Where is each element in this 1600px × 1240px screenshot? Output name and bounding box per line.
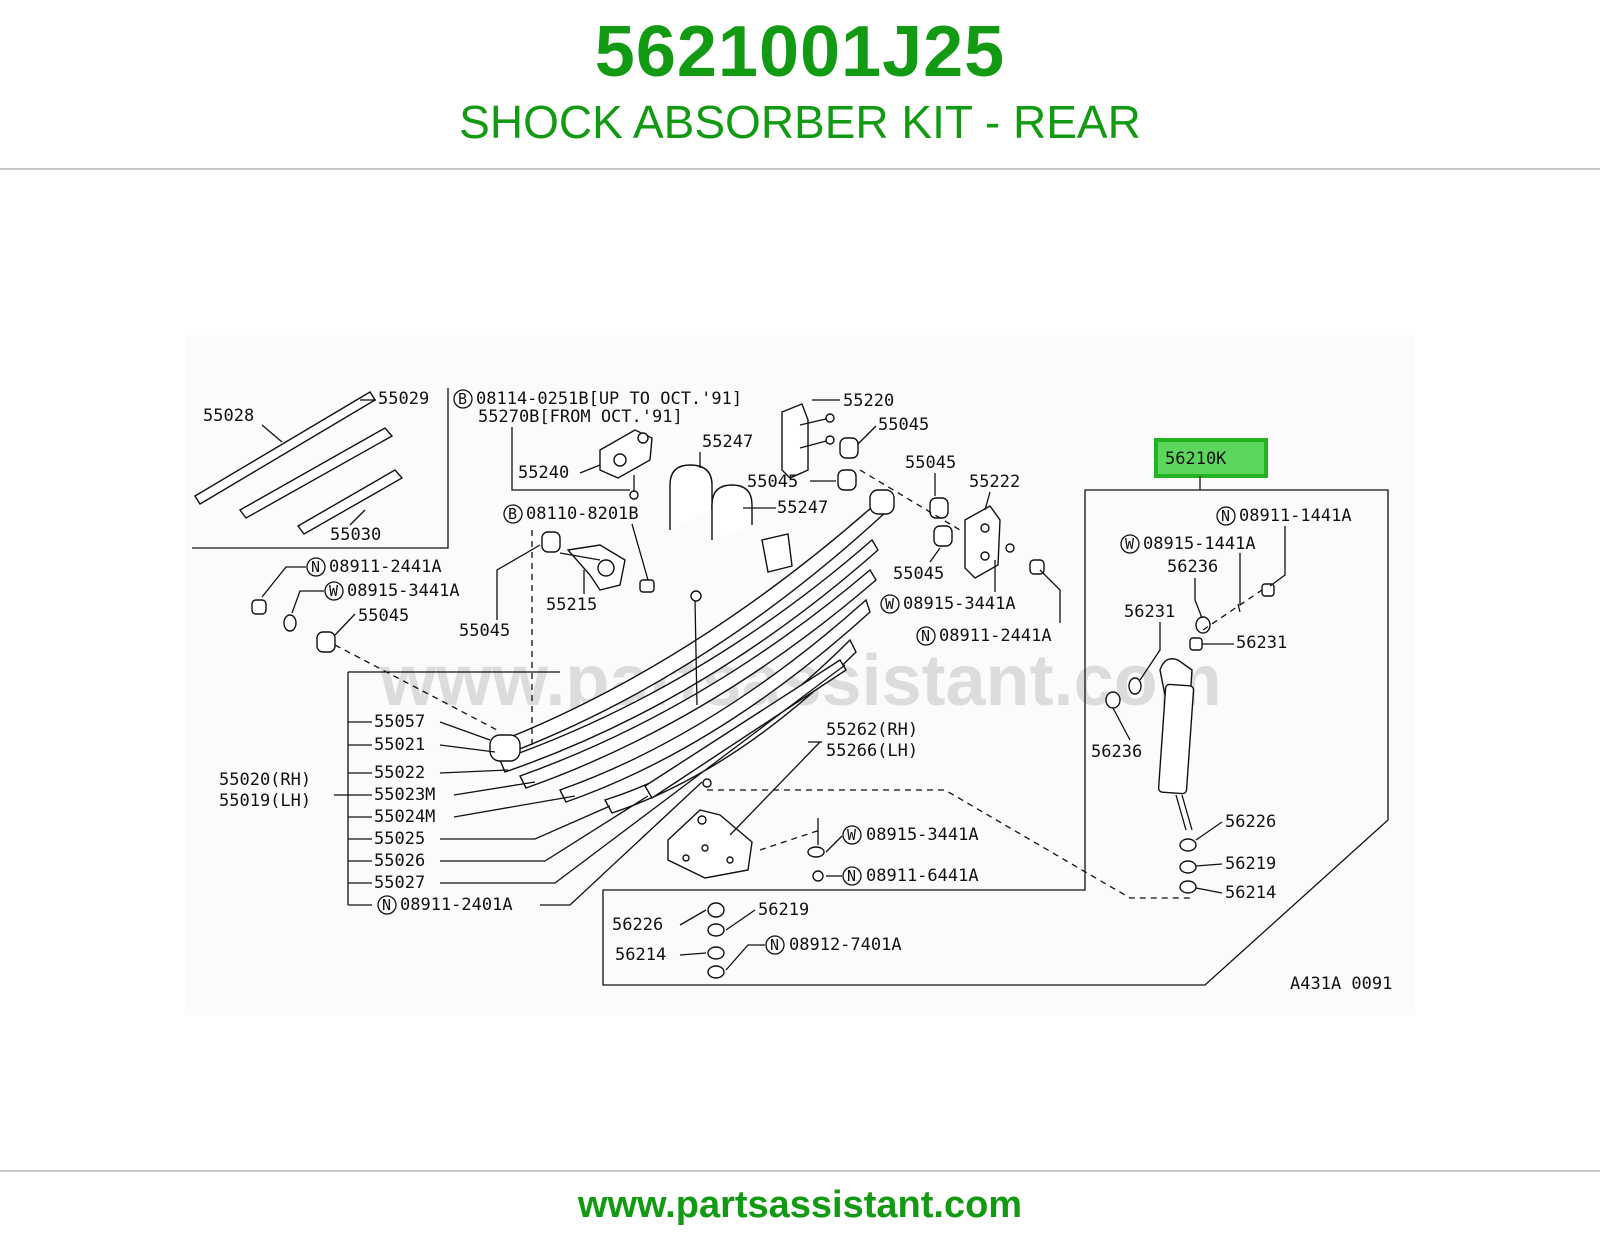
label-55020: 55020(RH) — [219, 770, 311, 790]
label-55028: 55028 — [203, 406, 254, 426]
label-56214-right: 56214 — [1225, 883, 1276, 903]
footer-url[interactable]: www.partsassistant.com — [577, 1184, 1023, 1226]
shock-absorber — [1157, 658, 1195, 831]
label-55027: 55027 — [374, 873, 425, 893]
u-bolt-55247-b — [711, 484, 753, 540]
label-55045-f: 55045 — [358, 606, 409, 626]
label-08915-3441A-mid: 08915-3441A — [866, 825, 979, 845]
label-55270B: 55270B[FROM OCT.'91] — [478, 407, 683, 427]
svg-text:W: W — [847, 826, 857, 844]
bracket-55240 — [599, 429, 653, 500]
label-56231-right: 56231 — [1236, 633, 1287, 653]
label-55057: 55057 — [374, 712, 425, 732]
label-08911-2401A: 08911-2401A — [400, 895, 513, 915]
label-56236-top: 56236 — [1167, 557, 1218, 577]
bushings-55045 — [316, 437, 953, 653]
label-55021: 55021 — [374, 735, 425, 755]
label-56210K[interactable]: 56210K — [1165, 449, 1227, 469]
label-55022: 55022 — [374, 763, 425, 783]
svg-text:W: W — [1125, 535, 1135, 553]
label-08911-2441A-right: 08911-2441A — [939, 626, 1052, 646]
svg-text:B: B — [508, 505, 517, 523]
label-08110-8201B: 08110-8201B — [526, 504, 639, 524]
label-08911-6441A: 08911-6441A — [866, 866, 979, 886]
label-08915-3441A-left: 08915-3441A — [347, 581, 460, 601]
label-56226-left: 56226 — [612, 915, 663, 935]
label-56231-left: 56231 — [1124, 602, 1175, 622]
label-55240: 55240 — [518, 463, 569, 483]
part-name: SHOCK ABSORBER KIT - REAR — [459, 96, 1141, 148]
spring-label-bracket — [347, 671, 560, 905]
label-55045-a: 55045 — [878, 415, 929, 435]
label-55030: 55030 — [330, 525, 381, 545]
leaf-spring-assembly — [489, 489, 895, 814]
label-56236-bottom: 56236 — [1091, 742, 1142, 762]
shackle-55220 — [781, 403, 835, 479]
label-56219-right: 56219 — [1225, 854, 1276, 874]
svg-text:N: N — [311, 558, 320, 576]
svg-text:N: N — [847, 867, 856, 885]
inset-frame — [192, 388, 449, 549]
u-bolt-55247-a — [669, 464, 713, 530]
label-55045-b: 55045 — [747, 472, 798, 492]
label-55215: 55215 — [546, 595, 597, 615]
label-08915-3441A-right: 08915-3441A — [903, 594, 1016, 614]
leaf-liner-parts — [194, 391, 404, 535]
label-55262: 55262(RH) — [826, 720, 918, 740]
diagram-code: A431A 0091 — [1290, 974, 1392, 994]
svg-text:N: N — [1221, 507, 1230, 525]
label-55247-a: 55247 — [702, 432, 753, 452]
parts-diagram: www.partsassistant.com 55028 55029 55030… — [192, 388, 1393, 994]
page-header: 5621001J25 SHOCK ABSORBER KIT - REAR — [0, 0, 1600, 168]
label-55247-b: 55247 — [777, 498, 828, 518]
left-hardware — [251, 599, 297, 632]
svg-text:B: B — [458, 390, 467, 408]
label-55220: 55220 — [843, 391, 894, 411]
header-divider — [0, 168, 1600, 170]
label-55029: 55029 — [378, 389, 429, 409]
label-55024M: 55024M — [374, 807, 435, 827]
seat-hardware — [807, 818, 825, 882]
shock-lower-hardware — [1179, 838, 1197, 894]
kit-boundary — [602, 489, 1389, 986]
svg-text:N: N — [382, 896, 391, 914]
label-55026: 55026 — [374, 851, 425, 871]
label-55222: 55222 — [969, 472, 1020, 492]
label-55045-d: 55045 — [893, 564, 944, 584]
kit-highlight[interactable] — [1154, 438, 1268, 478]
svg-text:W: W — [885, 595, 895, 613]
label-08114-0251B: 08114-0251B[UP TO OCT.'91] — [476, 389, 742, 409]
kit-lower-hardware — [707, 902, 725, 979]
label-55023M: 55023M — [374, 785, 435, 805]
label-55025: 55025 — [374, 829, 425, 849]
svg-text:N: N — [770, 936, 779, 954]
label-55045-c: 55045 — [905, 453, 956, 473]
label-55266: 55266(LH) — [826, 741, 918, 761]
label-08911-2441A-left: 08911-2441A — [329, 557, 442, 577]
spring-seat-55262 — [667, 778, 753, 879]
label-08911-1441A: 08911-1441A — [1239, 506, 1352, 526]
label-56214-left: 56214 — [615, 945, 666, 965]
watermark: www.partsassistant.com — [379, 641, 1222, 721]
shock-upper-hardware — [1105, 583, 1275, 709]
label-08915-1441A: 08915-1441A — [1143, 534, 1256, 554]
part-number: 5621001J25 — [594, 12, 1006, 92]
label-56219-left: 56219 — [758, 900, 809, 920]
svg-text:W: W — [329, 582, 339, 600]
bolt-symbol — [453, 389, 473, 409]
label-55045-e: 55045 — [459, 621, 510, 641]
bracket-55215 — [559, 544, 655, 593]
footer-divider — [0, 1170, 1600, 1172]
label-56226-right: 56226 — [1225, 812, 1276, 832]
svg-text:N: N — [921, 627, 930, 645]
label-08912-7401A: 08912-7401A — [789, 935, 902, 955]
label-55019: 55019(LH) — [219, 791, 311, 811]
